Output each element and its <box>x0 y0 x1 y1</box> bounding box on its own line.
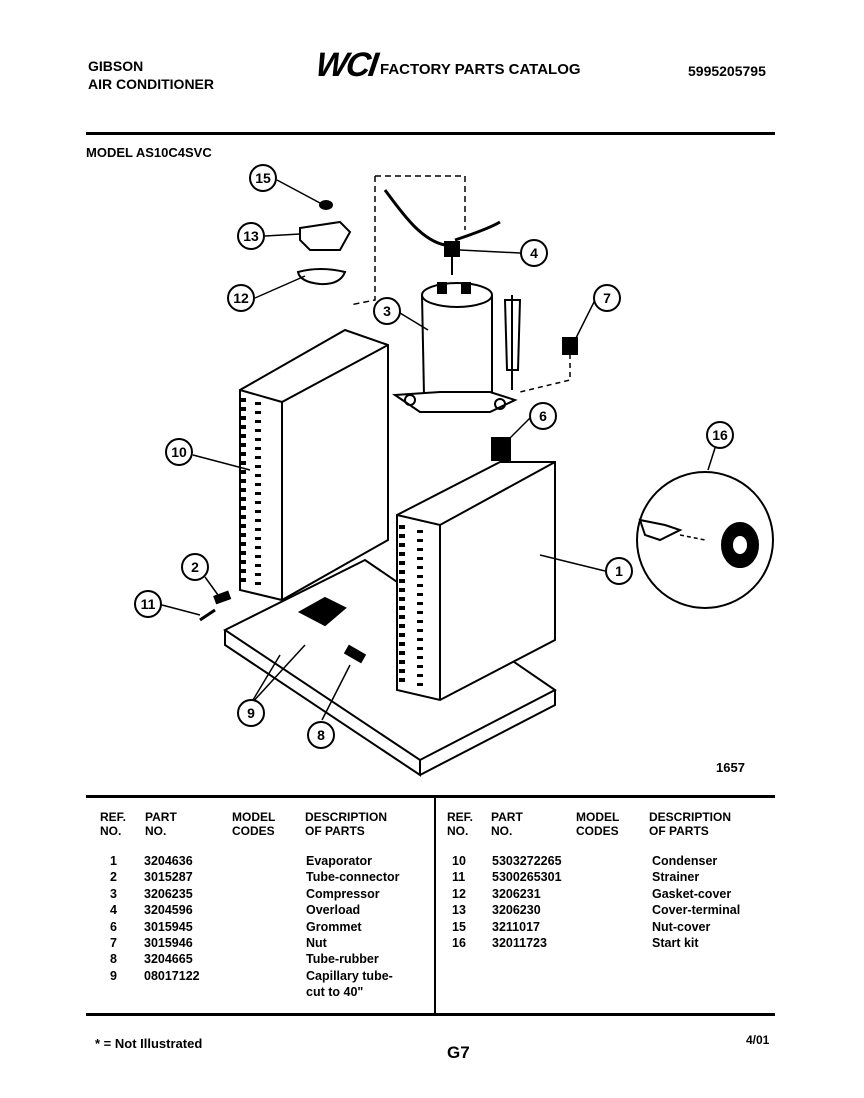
exploded-parts-diagram: 15 13 12 4 3 7 10 6 16 2 11 1 9 8 <box>134 164 774 777</box>
callout-13: 13 <box>243 228 259 244</box>
callout-8: 8 <box>317 727 325 743</box>
table-top-rule <box>86 795 775 798</box>
callout-1: 1 <box>615 563 623 579</box>
callout-10: 10 <box>171 444 187 460</box>
table-bottom-rule <box>86 1013 775 1016</box>
callout-11: 11 <box>141 596 156 612</box>
model-number: MODEL AS10C4SVC <box>86 145 212 160</box>
catalog-title: FACTORY PARTS CATALOG <box>380 61 581 78</box>
callout-12: 12 <box>233 290 249 306</box>
callout-4: 4 <box>530 245 538 261</box>
callout-9: 9 <box>247 705 255 721</box>
not-illustrated-note: * = Not Illustrated <box>95 1036 203 1051</box>
callout-7: 7 <box>603 290 611 306</box>
callout-2: 2 <box>191 559 199 575</box>
brand-name: GIBSON <box>88 58 144 74</box>
revision-date: 4/01 <box>746 1033 770 1047</box>
header-rule <box>86 132 775 135</box>
header-ref-left: REF.NO. <box>100 810 127 838</box>
callout-16: 16 <box>712 427 728 443</box>
callout-6: 6 <box>539 408 547 424</box>
callout-15: 15 <box>255 170 271 186</box>
callout-3: 3 <box>383 303 391 319</box>
table-divider <box>434 798 436 1013</box>
page-number: G7 <box>447 1043 470 1062</box>
product-type: AIR CONDITIONER <box>88 76 214 92</box>
drawing-number: 1657 <box>716 760 745 775</box>
catalog-number: 5995205795 <box>688 63 766 79</box>
table-row-continuation: cut to 40" <box>306 985 364 1000</box>
wci-logo: WCI <box>313 46 379 84</box>
header-ref-right: REF.NO. <box>447 810 474 838</box>
